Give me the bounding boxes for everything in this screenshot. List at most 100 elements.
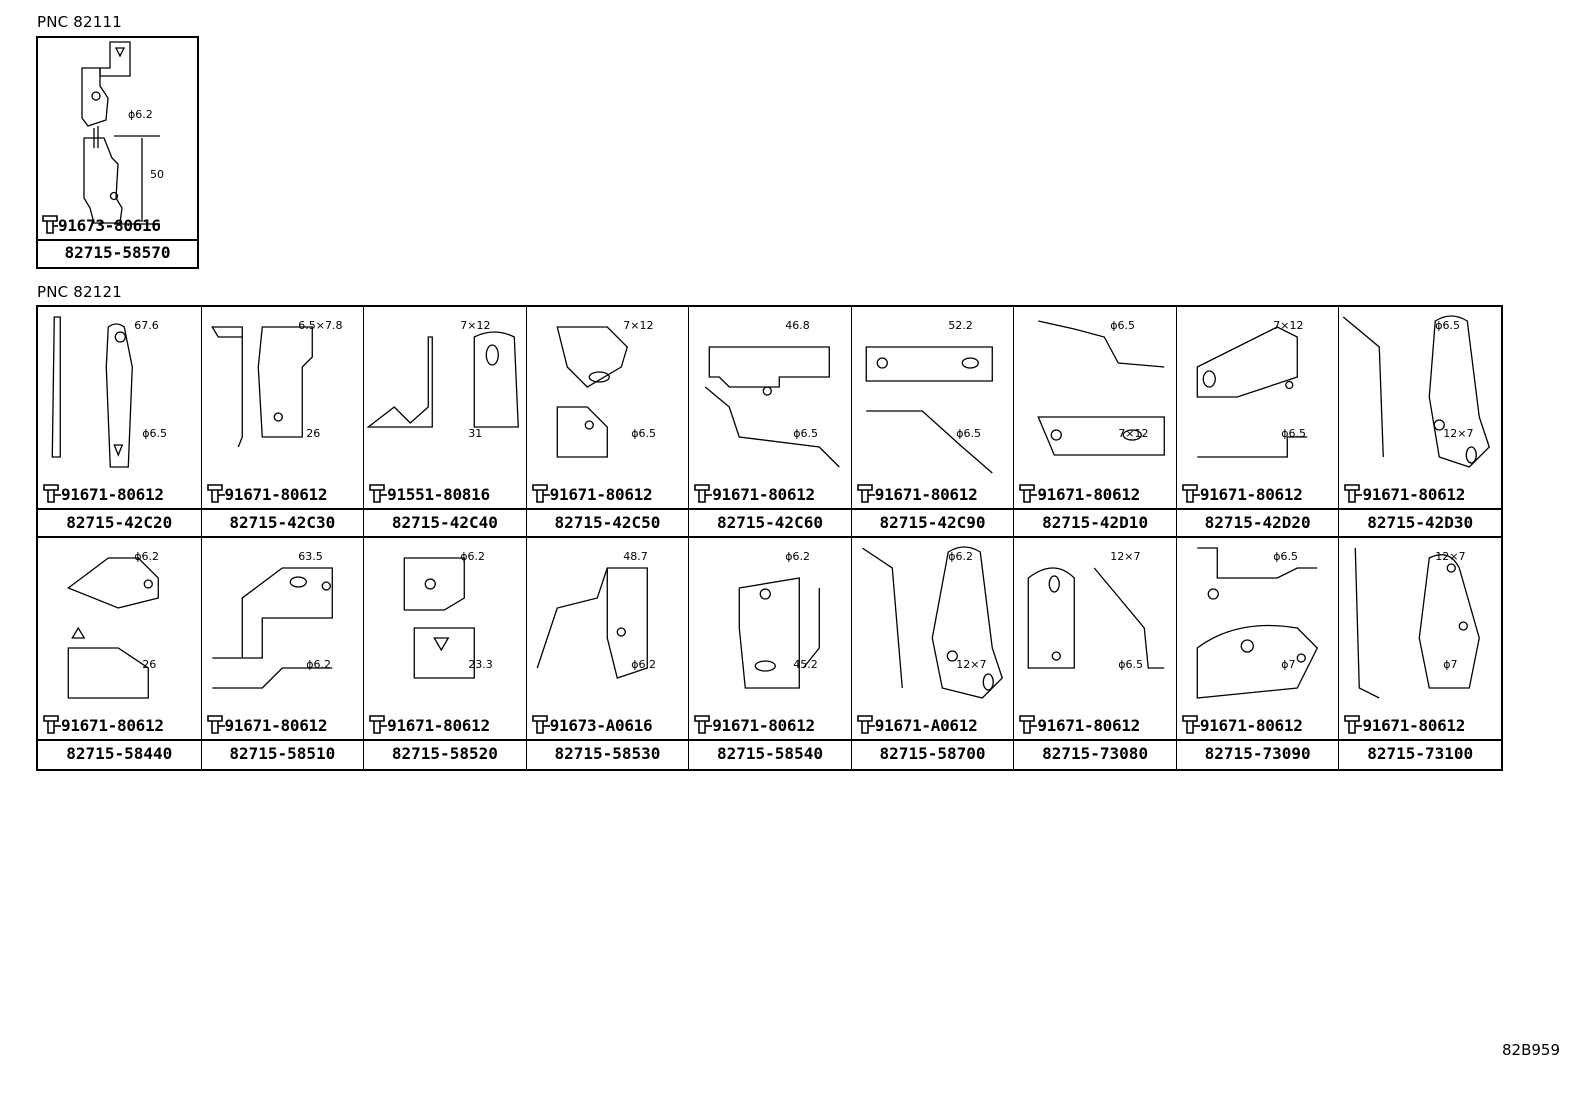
bolt-number: 91551-80816 [387, 485, 490, 504]
part-number: 82715-42C20 [66, 513, 173, 532]
bolt-callout: 91673-A0616 [531, 714, 653, 735]
part-number: 82715-58570 [64, 243, 171, 262]
dimension-overlay: ϕ6.2 50 [128, 108, 164, 181]
part-number: 82715-42C30 [229, 513, 336, 532]
dimension-label: ϕ6.2 [306, 658, 331, 671]
bolt-number: 91671-80612 [712, 716, 815, 735]
part-number: 82715-42C50 [554, 513, 661, 532]
pnc-label-82121: PNC 82121 [37, 283, 123, 301]
part-number: 82715-42D20 [1204, 513, 1311, 532]
bolt-callout: 91551-80816 [369, 483, 490, 504]
bolt-callout: 91671-80612 [694, 714, 815, 735]
dimension-label: ϕ6.2 [460, 550, 485, 563]
bolt-icon [694, 715, 713, 734]
part-number: 82715-58530 [554, 744, 661, 763]
dimension-label: ϕ6.5 [1281, 427, 1306, 440]
part-number: 82715-58510 [229, 744, 336, 763]
bolt-icon [1019, 484, 1038, 503]
dimension-label: 26 [142, 658, 156, 671]
dimension-label: 67.6 [134, 319, 159, 332]
dimension-label: 52.2 [948, 319, 973, 332]
bolt-icon [1344, 715, 1363, 734]
dimension-label: ϕ6.5 [1436, 319, 1461, 332]
bolt-callout: 91671-80612 [856, 483, 978, 504]
bolt-number: 91671-80612 [61, 716, 164, 735]
bracket-drawing: ϕ6.5 ϕ7 [1196, 547, 1318, 699]
bolt-callout: 91673-80616 [42, 214, 161, 235]
part-number: 82715-58700 [879, 744, 986, 763]
bolt-icon [369, 484, 388, 503]
reference-code: 82B959 [1501, 1041, 1560, 1059]
bracket-cell-82715-58570: ϕ6.2 50 91673-80616 82715-58570 [36, 36, 199, 269]
bolt-number: 91671-80612 [712, 485, 815, 504]
bracket-drawing: 7×12 ϕ6.5 [1196, 319, 1308, 458]
dimension-label: 45.2 [793, 658, 818, 671]
bolt-icon [1182, 715, 1200, 734]
part-number: 82715-42D30 [1367, 513, 1474, 532]
bracket-drawing: 12×7ϕ7 [1355, 547, 1481, 699]
bolt-callout: 91671-80612 [206, 714, 328, 735]
bracket-drawing: ϕ6.57×12 [1037, 319, 1166, 456]
bracket-drawing [81, 41, 160, 225]
dimension-label: ϕ6.5 [793, 427, 818, 440]
bolt-number: 91671-80612 [1037, 485, 1140, 504]
bolt-callout: 91671-A0612 [856, 714, 978, 735]
part-number: 82715-42D10 [1042, 513, 1149, 532]
dimension-label: 63.5 [298, 550, 323, 563]
dimension-label: ϕ6.5 [1119, 658, 1144, 671]
bolt-callout: 91671-80612 [1019, 483, 1140, 504]
dimension-label: 50 [150, 168, 164, 181]
part-number: 82715-42C60 [717, 513, 823, 532]
bolt-icon [694, 484, 713, 503]
bolt-callout: 91671-80612 [694, 483, 815, 504]
bolt-icon [856, 715, 875, 734]
dimension-label: 7×12 [1273, 319, 1303, 332]
bolt-icon [43, 484, 61, 503]
bolt-number: 91671-80612 [1199, 716, 1303, 735]
bracket-cell: ϕ6.2 26 91671-80612 82715-58440 [38, 538, 201, 769]
part-number: 82715-73090 [1204, 744, 1311, 763]
bolt-icon [531, 715, 550, 734]
bolt-callout: 91671-80612 [1019, 714, 1140, 735]
dimension-label: 6.5×7.8 [298, 319, 342, 332]
dimension-label: ϕ6.5 [142, 427, 167, 440]
bolt-icon [369, 715, 388, 734]
dimension-label: ϕ6.5 [1273, 550, 1298, 563]
dimension-label: ϕ6.5 [956, 427, 981, 440]
dimension-label: 31 [468, 427, 482, 440]
bracket-drawing: ϕ6.212×7 [861, 546, 1003, 699]
dimension-label: ϕ6.2 [134, 550, 159, 563]
part-number: 82715-73080 [1042, 744, 1149, 763]
bolt-callout: 91671-80612 [1182, 714, 1303, 735]
bracket-drawing: 12×7ϕ6.5 [1027, 550, 1165, 671]
dimension-label: ϕ6.2 [948, 550, 973, 563]
dimension-label: ϕ7 [1444, 658, 1458, 671]
bolt-icon [206, 715, 225, 734]
dimension-label: 7×12 [1119, 427, 1149, 440]
bolt-number: 91673-80616 [58, 216, 161, 235]
bolt-number: 91671-80612 [61, 485, 164, 504]
bolt-icon [1019, 715, 1038, 734]
bracket-drawing: ϕ6.245.2 [738, 550, 821, 689]
bolt-number: 91671-80612 [224, 485, 328, 504]
bolt-callout: 91671-80612 [206, 483, 328, 504]
dimension-label: 12×7 [1444, 427, 1474, 440]
part-number: 82715-58540 [717, 744, 823, 763]
dimension-label: 7×12 [623, 319, 653, 332]
dimension-label: ϕ7 [1281, 658, 1295, 671]
bracket-drawing: 48.7ϕ6.2 [536, 550, 656, 679]
bolt-callout: 91671-80612 [43, 483, 164, 504]
pnc-label-82111: PNC 82111 [37, 13, 123, 31]
part-number: 82715-58440 [66, 744, 173, 763]
bracket-cell: ϕ6.5 ϕ7 91671-80612 82715-73090 [1175, 538, 1339, 769]
bolt-number: 91671-80612 [224, 716, 328, 735]
